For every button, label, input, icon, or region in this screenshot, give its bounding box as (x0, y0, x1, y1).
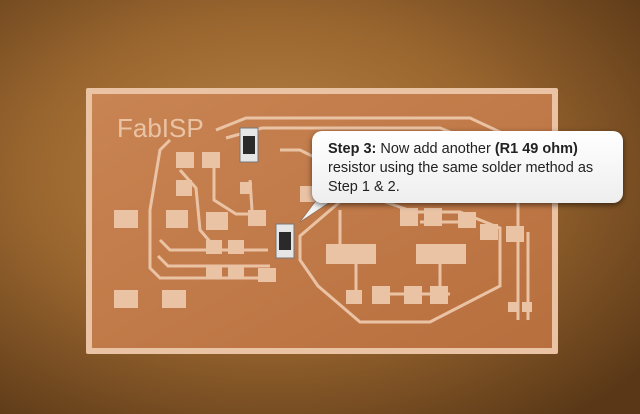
copper-pads (114, 152, 532, 312)
instruction-callout: Step 3: Now add another (R1 49 ohm) resi… (312, 131, 623, 203)
callout-text-before: Now add another (376, 141, 495, 157)
callout-step-label: Step 3: (328, 141, 377, 157)
pcb-board: FabISP (86, 88, 558, 354)
callout-text-after: resistor using the same solder method as… (328, 160, 594, 195)
resistor-r2 (239, 127, 259, 163)
callout-highlight: (R1 49 ohm) (494, 141, 578, 157)
board-label: FabISP (117, 113, 204, 143)
resistor-r1 (275, 223, 295, 259)
